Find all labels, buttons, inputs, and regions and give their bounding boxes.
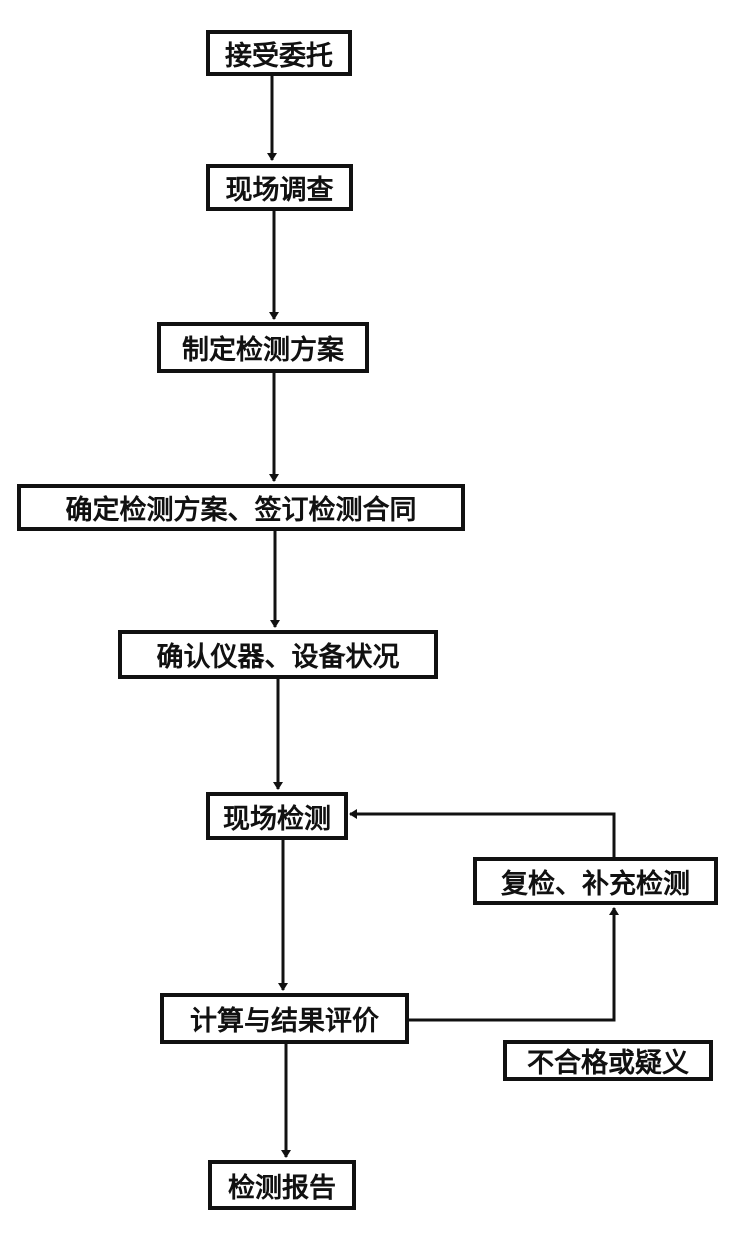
step-evaluate-results: 计算与结果评价 bbox=[160, 993, 409, 1044]
step-retest: 复检、补充检测 bbox=[473, 857, 718, 905]
step-site-survey: 现场调查 bbox=[206, 164, 353, 211]
step-accept-commission: 接受委托 bbox=[206, 30, 352, 76]
step-onsite-test: 现场检测 bbox=[206, 792, 348, 840]
arrow-evaluate-retest bbox=[408, 907, 619, 1022]
step-make-plan: 制定检测方案 bbox=[157, 322, 369, 373]
step-confirm-equipment: 确认仪器、设备状况 bbox=[118, 630, 438, 679]
label-nonconforming: 不合格或疑义 bbox=[503, 1040, 713, 1081]
step-confirm-plan-sign-contract: 确定检测方案、签订检测合同 bbox=[17, 484, 465, 531]
step-test-report: 检测报告 bbox=[208, 1160, 356, 1210]
arrow-retest-onsite bbox=[349, 809, 616, 857]
